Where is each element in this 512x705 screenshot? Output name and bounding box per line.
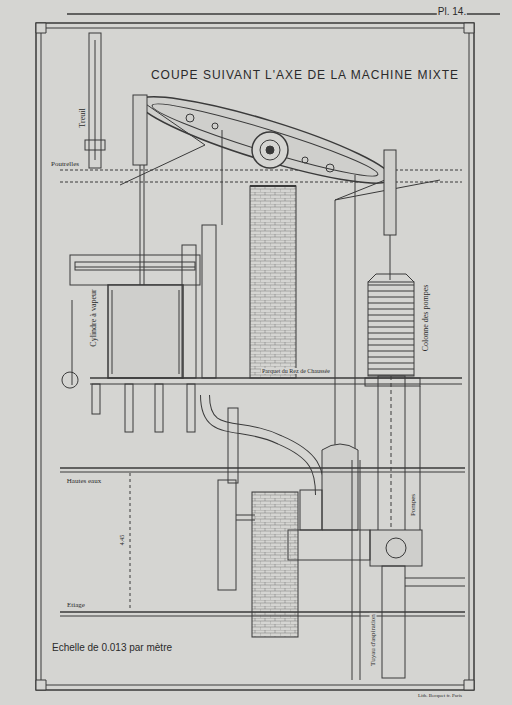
plate-title: COUPE SUIVANT L'AXE DE LA MACHINE MIXTE [151, 69, 459, 81]
part-label: Colonne des pompes [422, 284, 430, 353]
level-label: Etiage [66, 602, 86, 609]
dimension-label: 4.45 [119, 534, 125, 547]
part-label: Tuyau d'aspiration [370, 613, 377, 667]
level-label: Hautes eaux [66, 478, 102, 485]
printer-credit: Lith. Becquet fr. Paris [417, 693, 463, 698]
plate-number: Pl. 14. [437, 7, 467, 17]
floor-label: Parquet du Rez de Chaussée [261, 368, 331, 374]
part-label: Treuil [79, 107, 87, 128]
part-label: Poutrelles [50, 161, 80, 168]
part-label: Cylindre à vapeur [90, 288, 98, 347]
scale-note: Echelle de 0.013 par mètre [51, 643, 173, 653]
part-label: Pompes [410, 493, 417, 517]
